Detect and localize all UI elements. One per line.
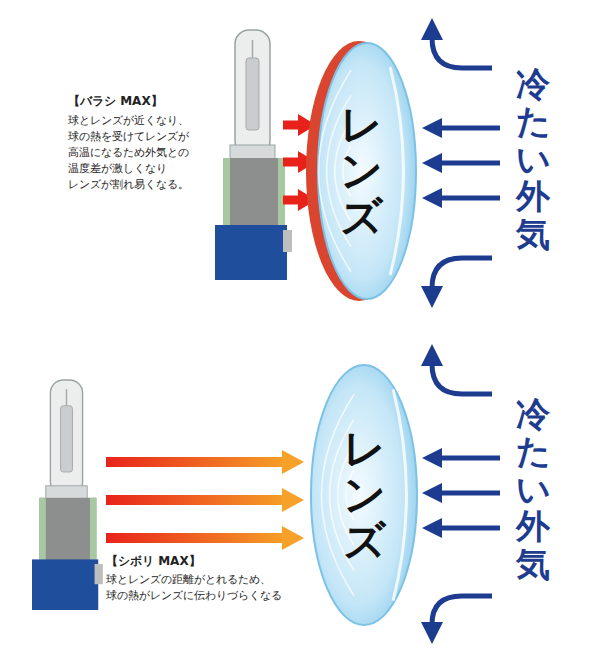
panel-heading: 【シボリ MAX】 [106, 553, 201, 570]
lens-shape: レンズ [305, 38, 417, 304]
lens-label: レンズ [340, 102, 382, 241]
bulb-top [215, 30, 292, 280]
cold-air-label: 冷たい外気 [516, 66, 550, 253]
bulb-bottom [32, 380, 103, 610]
panel-note: 球とレンズの距離がとれるため、 球の熱がレンズに伝わりづらくなる [106, 572, 294, 604]
panel-note: 球とレンズが近くなり、 球の熱を受けてレンズが 高温になるため外気との 温度差が… [68, 113, 196, 193]
heat-arrows-long [106, 450, 304, 550]
cold-air-label: 冷たい外気 [516, 396, 550, 583]
lens-shape: レンズ [308, 360, 420, 630]
lens-label: レンズ [343, 426, 385, 565]
cold-air-arrows-bottom [421, 344, 500, 644]
cold-air-arrows-top [421, 18, 500, 308]
panel-heading: 【バラシ MAX】 [68, 93, 163, 110]
